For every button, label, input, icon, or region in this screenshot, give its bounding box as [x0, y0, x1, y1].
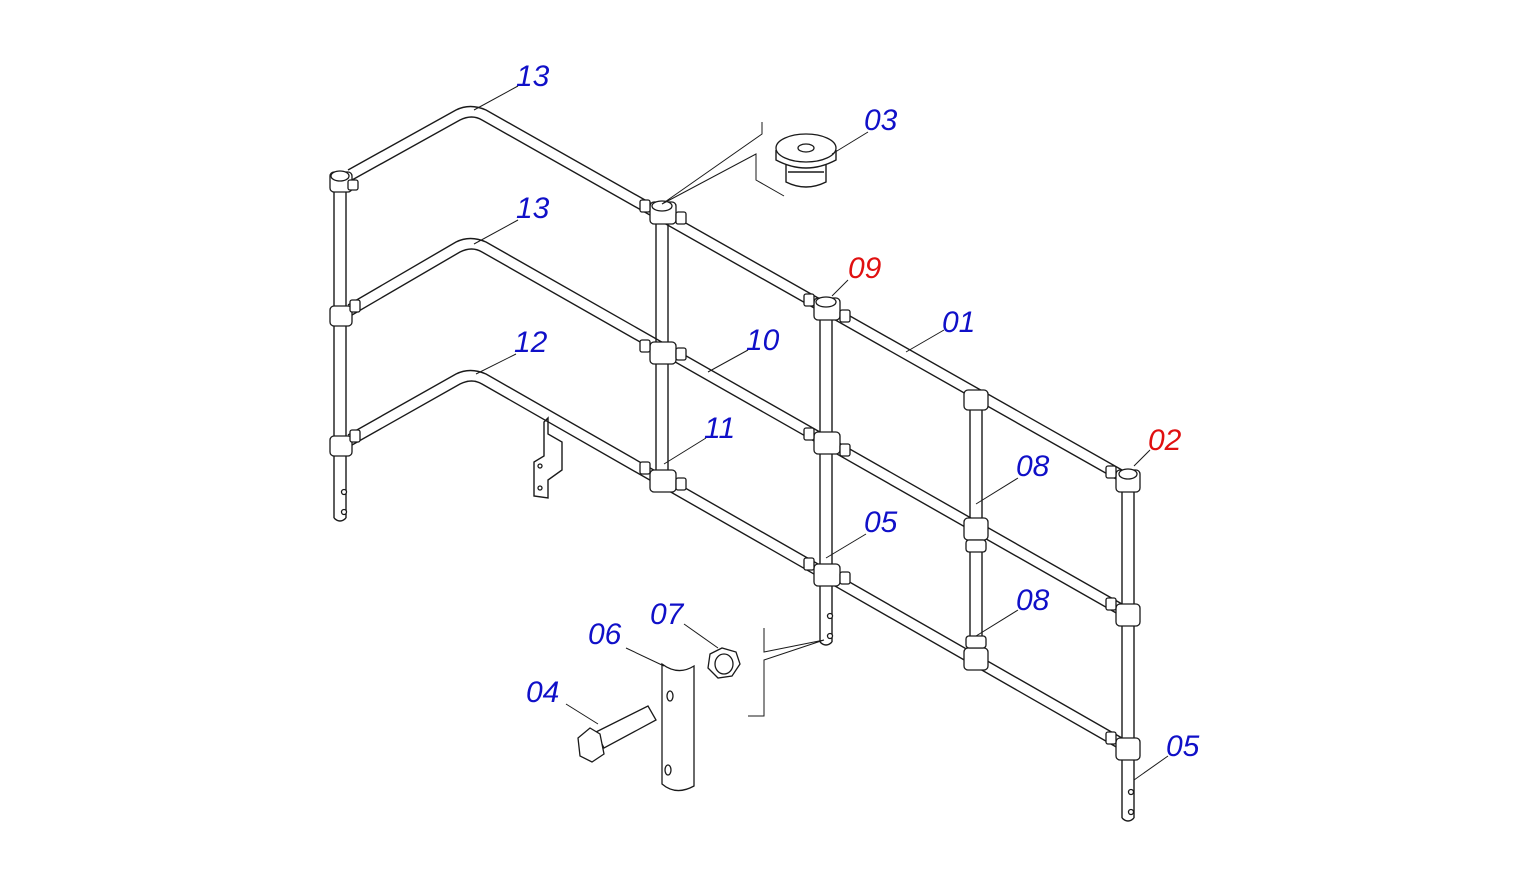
mounting-bracket	[533, 416, 563, 499]
fitting-p3-mid	[803, 427, 851, 457]
label-07: 07	[650, 598, 685, 631]
label-08-upper: 08	[1016, 450, 1050, 483]
fitting-left-mid	[329, 299, 361, 327]
label-08-lower: 08	[1016, 584, 1050, 617]
fitting-left-bottom	[329, 429, 361, 457]
fitting-left-top	[329, 170, 359, 193]
part-labels: 13 03 13 09 01 12 10 02 11 08 05 08 07 0…	[514, 60, 1200, 763]
label-09: 09	[848, 252, 882, 285]
cap-detail	[661, 122, 837, 205]
bolt-part	[577, 705, 657, 763]
tube-frame	[333, 105, 1135, 822]
label-01: 01	[942, 306, 975, 339]
label-13-top: 13	[516, 60, 550, 93]
fitting-p2-bottom	[639, 461, 687, 493]
label-06: 06	[588, 618, 622, 651]
fitting-p3-bottom	[803, 557, 851, 587]
hardware-detail	[577, 628, 825, 792]
post-left	[333, 186, 348, 522]
fitting-p4-top	[963, 389, 989, 411]
label-10: 10	[746, 324, 780, 357]
label-11: 11	[704, 412, 735, 445]
label-05-middle: 05	[864, 506, 898, 539]
fittings	[329, 170, 1141, 761]
label-12: 12	[514, 326, 548, 359]
leader-lines	[473, 85, 1169, 781]
label-04: 04	[526, 676, 559, 709]
top-rail	[347, 105, 1123, 481]
label-05-right: 05	[1166, 730, 1200, 763]
fitting-p4-bottom	[963, 635, 989, 671]
post-third	[819, 318, 834, 646]
fitting-right-mid	[1105, 597, 1141, 627]
fitting-p3-top	[803, 293, 851, 323]
label-03: 03	[864, 104, 898, 137]
clamp-half-part	[661, 662, 695, 792]
label-13-middle: 13	[516, 192, 550, 225]
middle-rail	[347, 237, 1123, 615]
label-02: 02	[1148, 424, 1182, 457]
fitting-right-top	[1105, 465, 1141, 493]
fitting-right-bottom	[1105, 731, 1141, 761]
fitting-p2-top	[639, 199, 687, 225]
post-right	[1121, 486, 1135, 822]
fitting-p2-mid	[639, 339, 687, 365]
fitting-p4-mid	[963, 517, 989, 553]
bottom-rail	[347, 369, 1123, 749]
nut-part	[707, 647, 741, 679]
